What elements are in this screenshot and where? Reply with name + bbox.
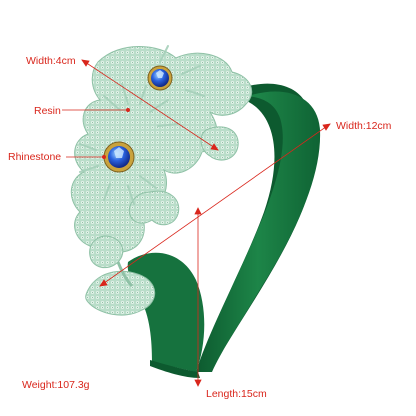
bead-fringe [79,45,205,205]
rhinestone-center [103,141,135,173]
rhinestone-top [147,65,173,91]
headband-outer-band [196,91,321,372]
rhinestone-label: Rhinestone [8,151,62,163]
beaded-flower-appliqué [70,46,253,316]
width-small-label: Width:4cm [26,55,76,67]
resin-label: Resin [34,105,61,117]
length-label: Length:15cm [206,388,267,400]
headband-lower-band [127,252,205,372]
weight-label: Weight:107.3g [22,379,90,391]
width-large-label: Width:12cm [336,120,392,132]
annotation-lines [62,59,331,387]
